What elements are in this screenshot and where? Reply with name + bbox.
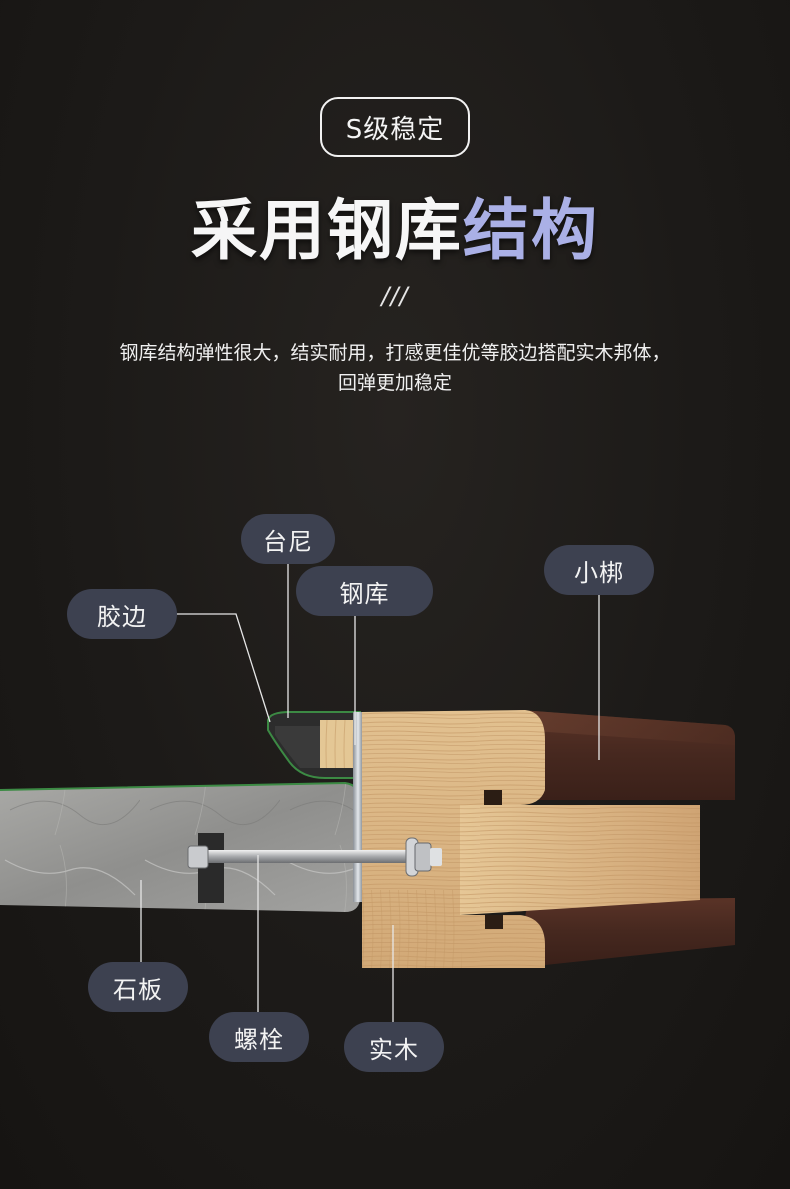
- page-title: 采用钢库结构: [0, 180, 790, 280]
- solid-wood-body: [320, 710, 700, 968]
- steel-strip: [353, 712, 363, 902]
- description-line-1: 钢库结构弹性很大，结实耐用，打感更佳优等胶边搭配实木邦体，: [119, 342, 671, 364]
- label-ganku: 钢库: [296, 566, 433, 616]
- divider-mark: ///: [381, 282, 409, 310]
- bolt: [187, 837, 442, 877]
- leader-lines: [140, 562, 600, 1022]
- title-part-1: 采用钢库: [191, 191, 463, 269]
- grade-badge: S级稳定: [320, 97, 470, 157]
- label-luoshuan: 螺栓: [209, 1012, 309, 1062]
- description: 钢库结构弹性很大，结实耐用，打感更佳优等胶边搭配实木邦体， 回弹更加稳定: [40, 338, 750, 398]
- slate-block: [0, 781, 361, 912]
- label-xiaobang: 小梆: [544, 545, 654, 595]
- label-jiaobian: 胶边: [67, 589, 177, 639]
- rail-cap: [510, 710, 735, 965]
- title-part-2: 结构: [463, 191, 599, 269]
- label-shiban: 石板: [88, 962, 188, 1012]
- description-line-2: 回弹更加稳定: [337, 372, 452, 394]
- label-shimu: 实木: [344, 1022, 444, 1072]
- label-taini: 台尼: [241, 514, 335, 564]
